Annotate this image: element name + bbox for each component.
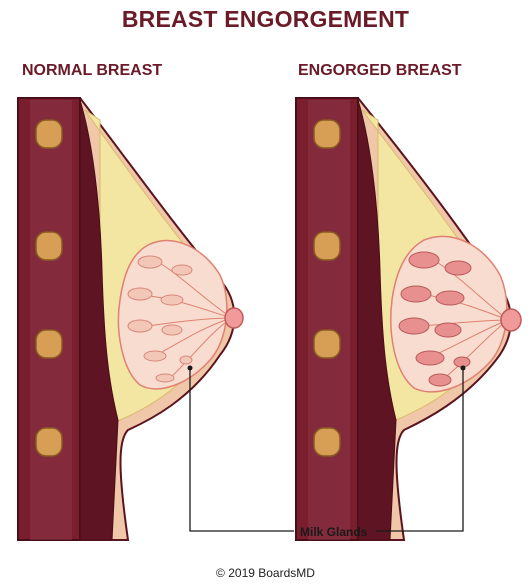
normal-milk-ducts (147, 261, 233, 379)
callout-dot-normal (187, 365, 193, 371)
normal-milk-glands (127, 255, 193, 383)
engorged-nipple (500, 308, 522, 332)
callout-dot-engorged (460, 365, 466, 371)
normal-nipple (224, 307, 244, 329)
normal-rib-2 (35, 231, 63, 261)
engorged-inner-wall (308, 100, 350, 540)
copyright-text: © 2019 BoardsMD (216, 566, 315, 580)
callout-line-engorged (376, 368, 464, 532)
normal-pectoral-muscle (79, 99, 119, 541)
panel-label-engorged: ENGORGED BREAST (298, 62, 462, 79)
panel-label-normal: NORMAL BREAST (22, 62, 163, 79)
diagram-title: BREAST ENGORGEMENT (121, 6, 410, 32)
normal-inner-wall (30, 100, 72, 540)
engorged-rib-2 (313, 231, 341, 261)
normal-rib-1 (35, 119, 63, 149)
normal-gland-region (117, 239, 228, 390)
milk-glands-label: Milk Glands (300, 525, 368, 539)
callout-line-normal (189, 368, 294, 532)
engorged-rib-3 (313, 329, 341, 359)
engorged-milk-glands (398, 251, 472, 387)
normal-breast-illustration (17, 97, 244, 541)
engorged-rib-1 (313, 119, 341, 149)
engorged-pectoral-muscle (357, 99, 397, 541)
normal-rib-4 (35, 427, 63, 457)
callout-lines (189, 368, 464, 532)
engorged-rib-4 (313, 427, 341, 457)
engorged-breast-illustration (295, 97, 522, 541)
normal-rib-3 (35, 329, 63, 359)
